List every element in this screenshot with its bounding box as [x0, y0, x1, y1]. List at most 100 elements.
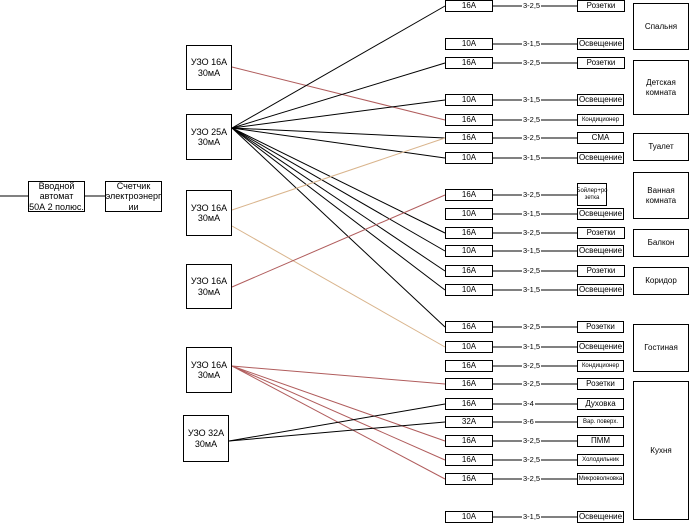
cable-spec-8: 3-2,5: [522, 190, 542, 199]
rcd-wire-1: [231, 66, 446, 121]
cable-spec-9: 3-1,5: [522, 209, 542, 218]
breaker-19: 32А: [445, 416, 493, 428]
load-11: Освещение: [577, 245, 624, 257]
room-balcony: Балкон: [633, 229, 689, 257]
breaker-6: 16А: [445, 132, 493, 144]
rcd-wire-4: [231, 99, 446, 129]
load-14: Розетки: [577, 321, 624, 333]
load-7: Освещение: [577, 152, 624, 164]
cable-spec-22: 3-2,5: [522, 474, 542, 483]
breaker-10: 16А: [445, 227, 493, 239]
load-13: Освещение: [577, 284, 624, 296]
load-19: Вар. поверх.: [577, 416, 624, 428]
breaker-11: 10А: [445, 245, 493, 257]
load-2: Освещение: [577, 38, 624, 50]
rcd-3: УЗО 16А 30мА: [186, 190, 232, 236]
breaker-13: 10А: [445, 284, 493, 296]
cable-spec-13: 3-1,5: [522, 285, 542, 294]
load-8: Бойлер+ро зетка: [577, 183, 608, 206]
rcd-wire-5: [231, 127, 446, 139]
load-21: Холодильник: [577, 454, 624, 466]
rcd-wire-2: [231, 5, 446, 129]
cable-spec-5: 3-2,5: [522, 115, 542, 124]
load-18: Духовка: [577, 398, 624, 410]
cable-spec-20: 3-2,5: [522, 436, 542, 445]
load-15: Освещение: [577, 341, 624, 353]
load-23: Освещение: [577, 511, 624, 523]
load-12: Розетки: [577, 265, 625, 277]
rcd-wire-14: [231, 194, 446, 288]
breaker-2: 10А: [445, 38, 493, 50]
load-6: СМА: [577, 132, 624, 144]
rcd-wire-8: [231, 127, 446, 252]
rcd-wire-10: [231, 127, 446, 291]
cable-spec-10: 3-2,5: [522, 228, 542, 237]
cable-spec-1: 3-2,5: [522, 1, 542, 10]
cable-spec-15: 3-1,5: [522, 342, 542, 351]
breaker-1: 16А: [445, 0, 493, 12]
breaker-9: 10А: [445, 208, 493, 220]
breaker-12: 16А: [445, 265, 493, 277]
breaker-16: 16А: [445, 360, 493, 372]
rcd-wire-17: [231, 365, 446, 461]
rcd-wire-19: [228, 403, 446, 442]
load-20: ПММ: [577, 435, 624, 447]
rcd-4: УЗО 16А 30мА: [186, 264, 232, 309]
rcd-wire-20: [228, 421, 446, 442]
cable-spec-21: 3-2,5: [522, 455, 542, 464]
rcd-wire-7: [231, 127, 446, 234]
breaker-3: 16А: [445, 57, 493, 69]
load-5: Кондиционер: [577, 114, 624, 126]
load-10: Розетки: [577, 227, 625, 239]
cable-spec-19: 3-6: [522, 417, 535, 426]
room-bathroom: Ванная комната: [633, 172, 689, 219]
cable-spec-2: 3-1,5: [522, 39, 542, 48]
electricity-meter-box: Счетчик электроэнерг ии: [105, 180, 162, 212]
room-kitchen: Кухня: [633, 381, 689, 520]
load-3: Розетки: [577, 57, 625, 69]
load-4: Освещение: [577, 94, 624, 106]
load-1: Розетки: [577, 0, 625, 12]
cable-spec-23: 3-1,5: [522, 512, 542, 521]
cable-spec-4: 3-1,5: [522, 95, 542, 104]
cable-spec-11: 3-1,5: [522, 246, 542, 255]
breaker-4: 10А: [445, 94, 493, 106]
breaker-23: 10А: [445, 511, 493, 523]
load-17: Розетки: [577, 378, 624, 390]
cable-spec-18: 3-4: [522, 399, 535, 408]
room-corridor: Коридор: [633, 267, 689, 295]
rcd-wire-16: [231, 365, 446, 442]
load-16: Кондиционер: [577, 360, 624, 372]
load-22: Микроволновка: [577, 473, 624, 485]
rcd-wire-11: [231, 127, 446, 328]
breaker-15: 10А: [445, 341, 493, 353]
breaker-5: 16А: [445, 114, 493, 126]
room-toilet: Туалет: [633, 133, 689, 161]
cable-spec-12: 3-2,5: [522, 266, 542, 275]
room-kids-room: Детская комната: [633, 60, 689, 115]
cable-spec-7: 3-1,5: [522, 153, 542, 162]
rcd-wire-3: [231, 62, 446, 129]
breaker-14: 16А: [445, 321, 493, 333]
main-breaker-box: Вводной автомат 50А 2 полюс.: [28, 180, 85, 212]
room-bedroom: Спальня: [633, 3, 689, 50]
cable-spec-16: 3-2,5: [522, 361, 542, 370]
rcd-1: УЗО 16А 30мА: [186, 45, 232, 90]
breaker-21: 16А: [445, 454, 493, 466]
breaker-18: 16А: [445, 398, 493, 410]
rcd-wire-15: [231, 365, 446, 385]
cable-spec-14: 3-2,5: [522, 322, 542, 331]
breaker-20: 16А: [445, 435, 493, 447]
rcd-2: УЗО 25А 30мА: [186, 114, 232, 160]
rcd-wire-6: [231, 127, 446, 159]
rcd-wire-13: [231, 225, 446, 348]
rcd-6: УЗО 32А 30мА: [183, 415, 229, 462]
breaker-8: 16А: [445, 189, 493, 201]
breaker-17: 16А: [445, 378, 493, 390]
breaker-22: 16А: [445, 473, 493, 485]
rcd-5: УЗО 16А 30мА: [186, 347, 232, 393]
breaker-7: 10А: [445, 152, 493, 164]
cable-spec-6: 3-2,5: [522, 133, 542, 142]
cable-spec-17: 3-2,5: [522, 379, 542, 388]
cable-spec-3: 3-2,5: [522, 58, 542, 67]
